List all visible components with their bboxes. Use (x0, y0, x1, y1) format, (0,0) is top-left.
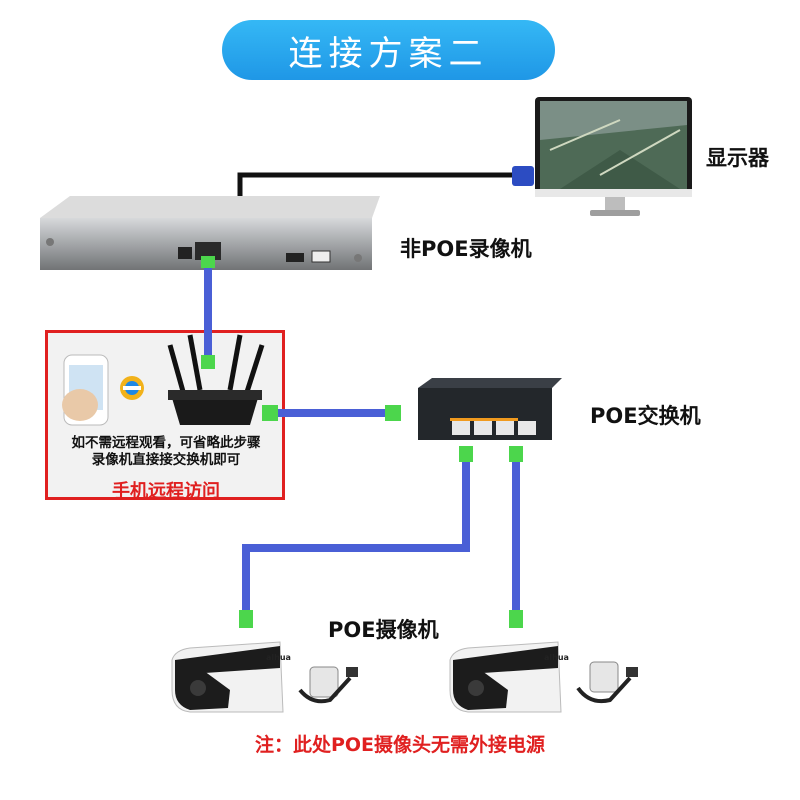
cameras-label: POE摄像机 (328, 618, 439, 642)
camera-pigtail-icon-2 (576, 661, 638, 704)
rj45-router-top (201, 355, 215, 369)
rj45-switch-port2 (509, 446, 523, 462)
note-line-2: 录像机直接接交换机即可 (91, 452, 241, 468)
vga-connector-monitor (512, 166, 534, 186)
nvr-icon (40, 196, 380, 270)
browser-icon (120, 376, 144, 400)
poe-camera-icon-1 (171, 641, 284, 713)
cable-switch-camera1 (242, 455, 470, 615)
note-line-1: 如不需远程观看，可省略此步骤 (71, 435, 261, 451)
power-footnote: 注：此处POE摄像头无需外接电源 (254, 734, 546, 756)
rj45-router-side (262, 405, 278, 421)
nvr-label: 非POE录像机 (400, 237, 532, 261)
poe-switch-icon (418, 378, 562, 440)
remote-access-label: 手机远程访问 (112, 481, 220, 502)
monitor-icon (535, 97, 692, 216)
remote-access-note: 如不需远程观看，可省略此步骤 录像机直接接交换机即可 (48, 435, 284, 469)
camera-pigtail-icon-1 (298, 666, 358, 704)
diagram-title: 连接方案二 (222, 20, 555, 80)
phone-icon (62, 354, 109, 426)
rj45-switch-side (385, 405, 401, 421)
switch-label: POE交换机 (590, 404, 701, 428)
rj45-switch-port1 (459, 446, 473, 462)
poe-camera-icon-2 (449, 641, 562, 713)
camera-brand-1: alhua (266, 653, 291, 662)
router-icon (167, 334, 265, 425)
rj45-camera1 (239, 610, 253, 628)
monitor-label: 显示器 (706, 146, 769, 170)
rj45-nvr (201, 256, 215, 268)
camera-brand-2: alhua (544, 653, 569, 662)
rj45-camera2 (509, 610, 523, 628)
